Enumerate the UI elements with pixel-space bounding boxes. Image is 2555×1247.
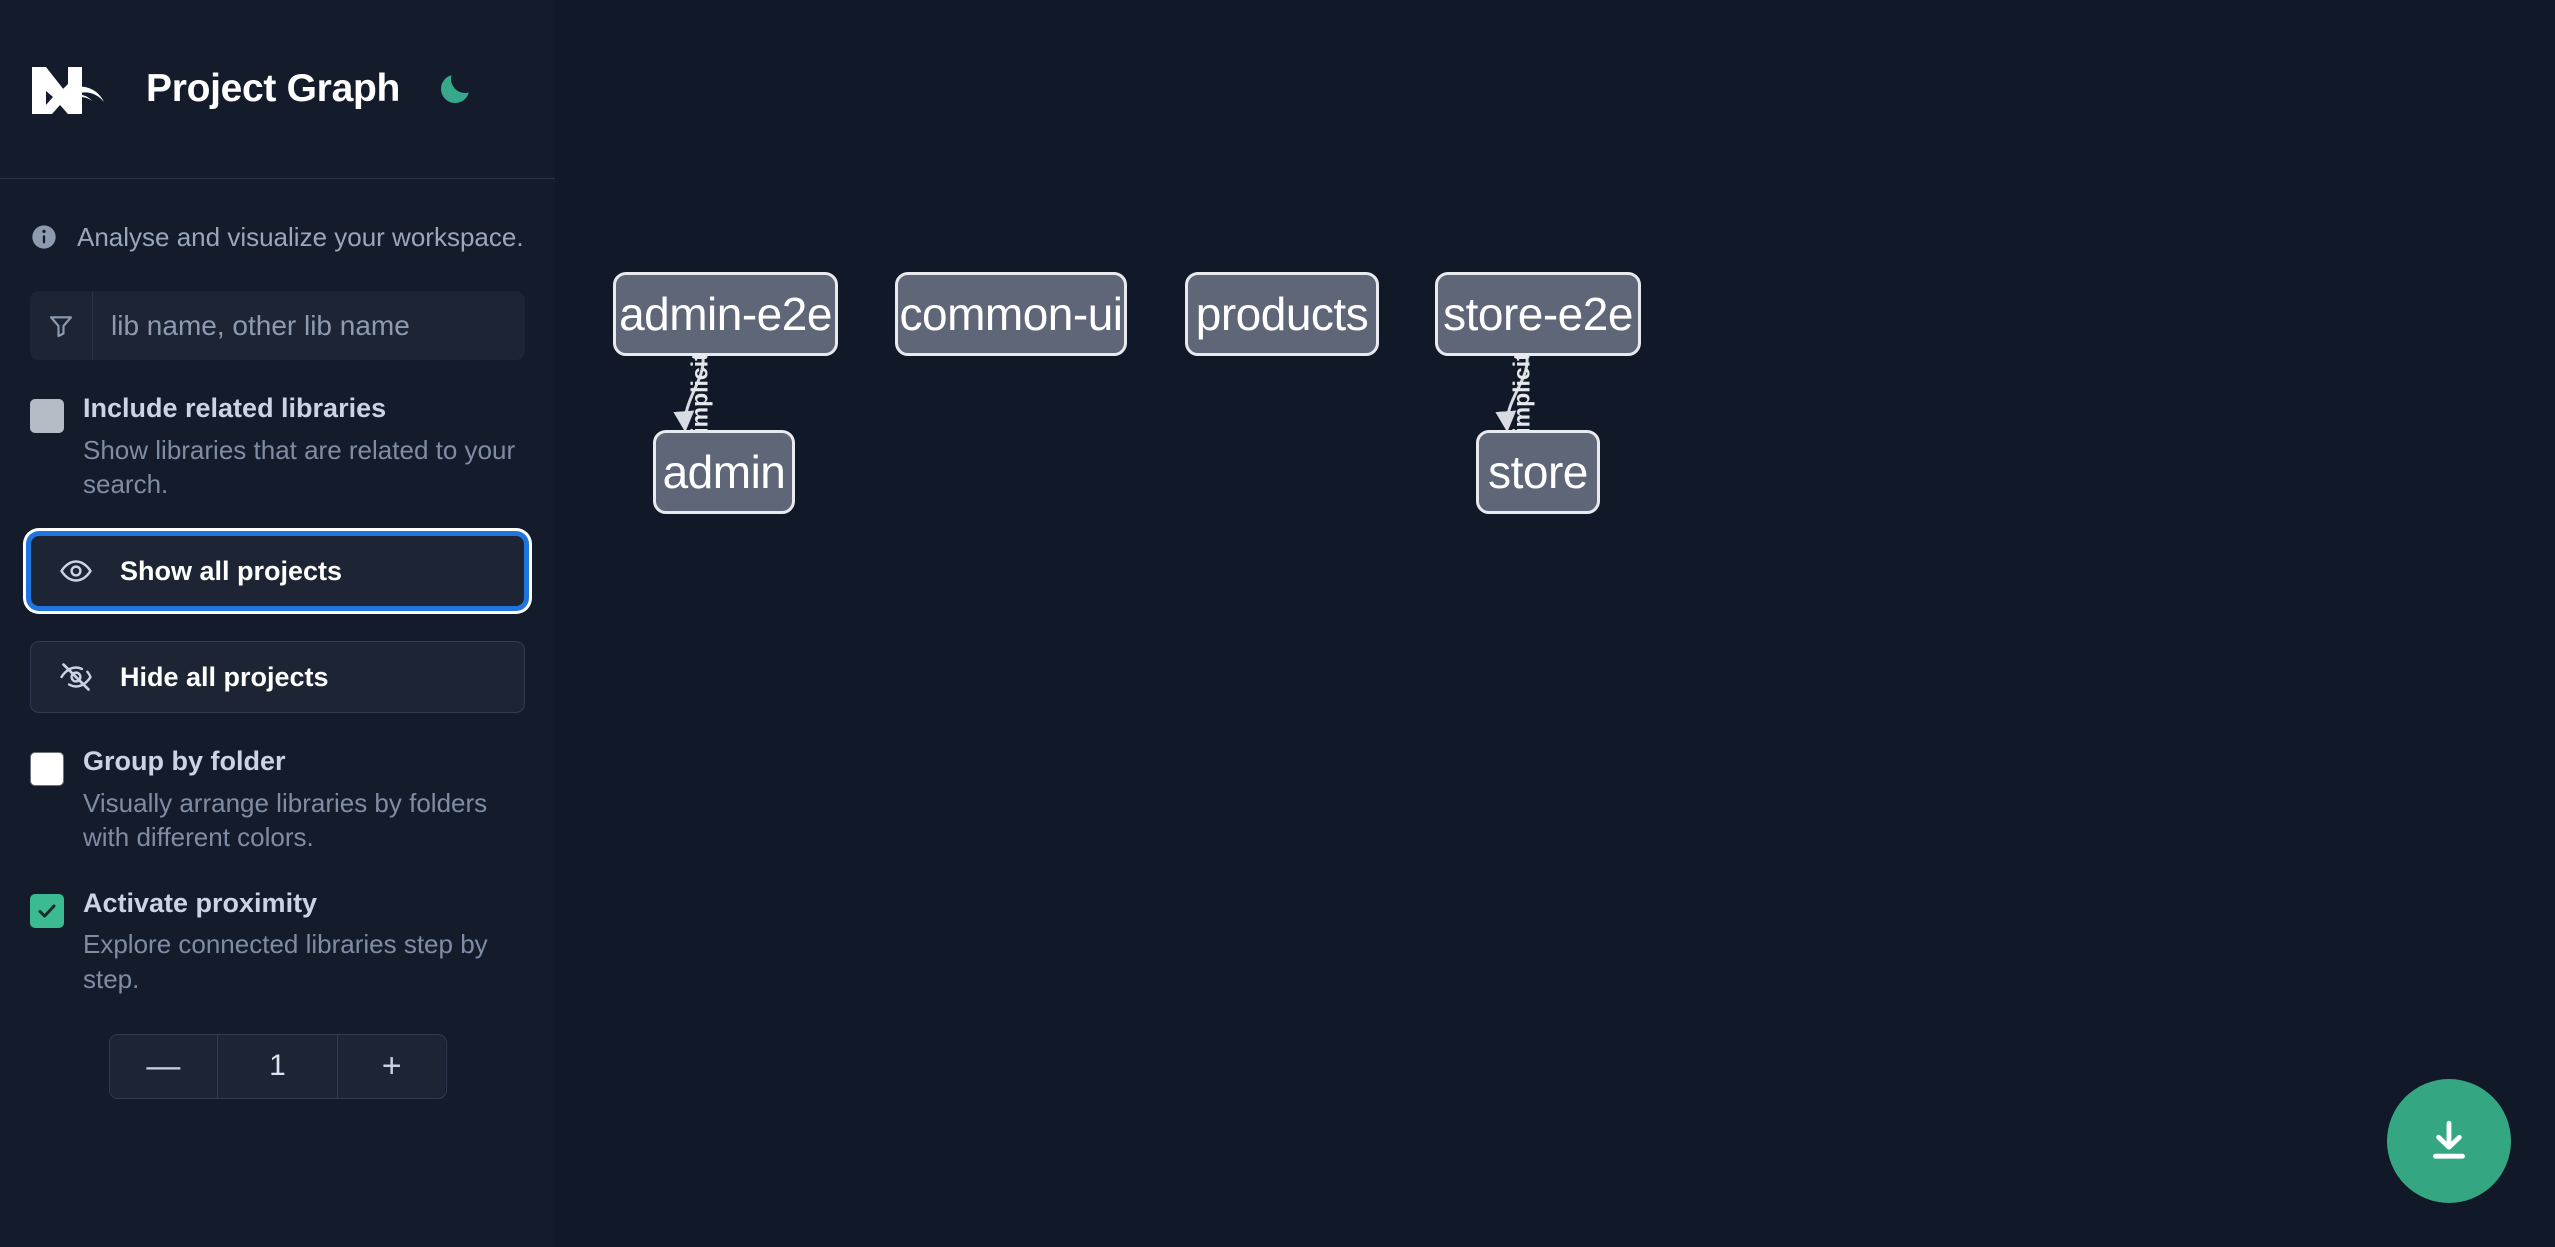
- check-icon: [38, 904, 56, 918]
- download-button[interactable]: [2387, 1079, 2511, 1203]
- graph-node-store-e2e[interactable]: store-e2e: [1435, 272, 1641, 356]
- proximity-stepper: — 1 +: [108, 1033, 447, 1099]
- graph-canvas[interactable]: admin-e2e common-ui products store-e2e a…: [555, 0, 2555, 1247]
- moon-icon[interactable]: [432, 66, 478, 112]
- search-input[interactable]: [93, 291, 525, 360]
- edge-admin-e2e-to-admin: [673, 357, 705, 433]
- info-icon: [32, 225, 56, 249]
- page-title: Project Graph: [146, 67, 400, 110]
- checkbox-include-related-libraries[interactable]: [30, 399, 64, 433]
- filter-search-box[interactable]: [30, 291, 525, 360]
- graph-node-admin[interactable]: admin: [653, 430, 795, 514]
- proximity-decrement-button[interactable]: —: [109, 1034, 218, 1098]
- option-subtitle: Visually arrange libraries by folders wi…: [83, 788, 488, 853]
- proximity-value: 1: [217, 1034, 338, 1098]
- graph-node-admin-e2e[interactable]: admin-e2e: [613, 272, 838, 356]
- workspace-description: Analyse and visualize your workspace.: [30, 179, 525, 259]
- sidebar: Project Graph Analyse and visualize your…: [0, 0, 555, 1247]
- option-subtitle: Explore connected libraries step by step…: [83, 929, 488, 994]
- show-all-projects-button[interactable]: Show all projects: [30, 535, 525, 608]
- eye-icon: [60, 560, 92, 583]
- eye-off-icon: [60, 663, 92, 692]
- proximity-increment-button[interactable]: +: [337, 1034, 446, 1098]
- checkbox-group-by-folder[interactable]: [30, 752, 64, 787]
- option-activate-proximity[interactable]: Activate proximity Explore connected lib…: [30, 887, 525, 996]
- graph-edges: [673, 357, 1529, 433]
- option-group-by-folder[interactable]: Group by folder Visually arrange librari…: [30, 747, 525, 854]
- option-title: Include related libraries: [83, 393, 387, 423]
- sidebar-body: Analyse and visualize your workspace. In…: [0, 179, 555, 1099]
- download-icon: [2433, 1120, 2465, 1159]
- graph-node-common-ui[interactable]: common-ui: [895, 272, 1127, 356]
- graph-node-products[interactable]: products: [1185, 272, 1379, 356]
- workspace-description-text: Analyse and visualize your workspace.: [77, 221, 524, 252]
- hide-all-projects-label: Hide all projects: [120, 661, 329, 692]
- edge-store-e2e-to-store: [1495, 357, 1529, 433]
- hide-all-projects-button[interactable]: Hide all projects: [30, 641, 525, 714]
- show-all-projects-label: Show all projects: [120, 555, 343, 586]
- option-title: Activate proximity: [83, 887, 318, 918]
- option-title: Group by folder: [83, 746, 286, 777]
- option-include-related-libraries[interactable]: Include related libraries Show libraries…: [30, 393, 525, 501]
- checkbox-activate-proximity[interactable]: [30, 893, 64, 928]
- nx-logo-icon: [32, 66, 104, 114]
- graph-node-store[interactable]: store: [1476, 430, 1600, 514]
- sidebar-header: Project Graph: [0, 0, 555, 179]
- option-subtitle: Show libraries that are related to your …: [83, 434, 516, 499]
- funnel-icon: [30, 291, 93, 360]
